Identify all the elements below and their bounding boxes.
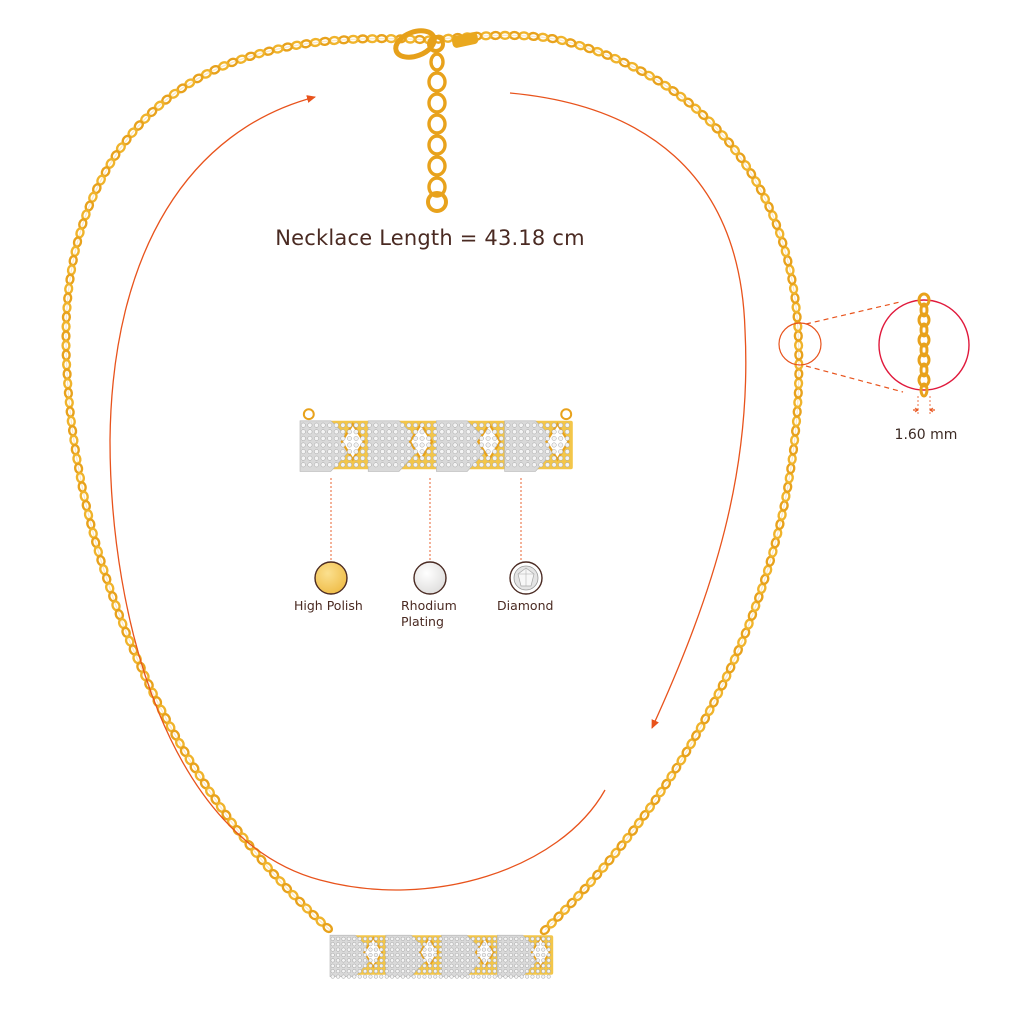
chain-width-label: 1.60 mm	[894, 427, 958, 443]
extender-chain	[426, 52, 448, 213]
pendant-detail	[299, 408, 573, 472]
chain-link	[917, 372, 931, 388]
chain-link	[919, 302, 929, 318]
gold-swatch-icon	[314, 561, 348, 595]
length-arrow-right	[509, 92, 747, 729]
length-arrow-left	[109, 95, 606, 891]
pendant-on-chain	[329, 934, 554, 979]
necklace-chain	[65, 34, 800, 931]
chain-link	[917, 352, 931, 368]
chain-links	[61, 30, 804, 936]
lobster-clasp-icon	[393, 28, 479, 60]
chain-zoom-callout	[778, 292, 970, 416]
finish-label-line: Rhodium	[401, 598, 457, 613]
finish-label-line: Diamond	[497, 598, 554, 613]
finish-callout-lines	[330, 478, 522, 560]
chain-link	[919, 362, 929, 378]
silver-swatch-icon	[413, 561, 447, 595]
finish-label-diamond: Diamond	[497, 598, 553, 614]
finish-label-high-polish: High Polish	[294, 598, 363, 614]
chain-link	[917, 292, 931, 308]
chain-link	[919, 382, 929, 398]
diamond-swatch-icon	[509, 561, 543, 595]
finish-label-line: Plating	[401, 614, 444, 629]
chain-link	[917, 332, 931, 348]
chain-link	[322, 922, 334, 934]
necklace-length-label: Necklace Length = 43.18 cm	[275, 226, 585, 250]
finish-label-rhodium-plating: Rhodium Plating	[401, 598, 457, 630]
finish-label-line: High Polish	[294, 598, 363, 613]
chain-link	[919, 322, 929, 338]
chain-link	[917, 312, 931, 328]
chain-link	[919, 342, 929, 358]
